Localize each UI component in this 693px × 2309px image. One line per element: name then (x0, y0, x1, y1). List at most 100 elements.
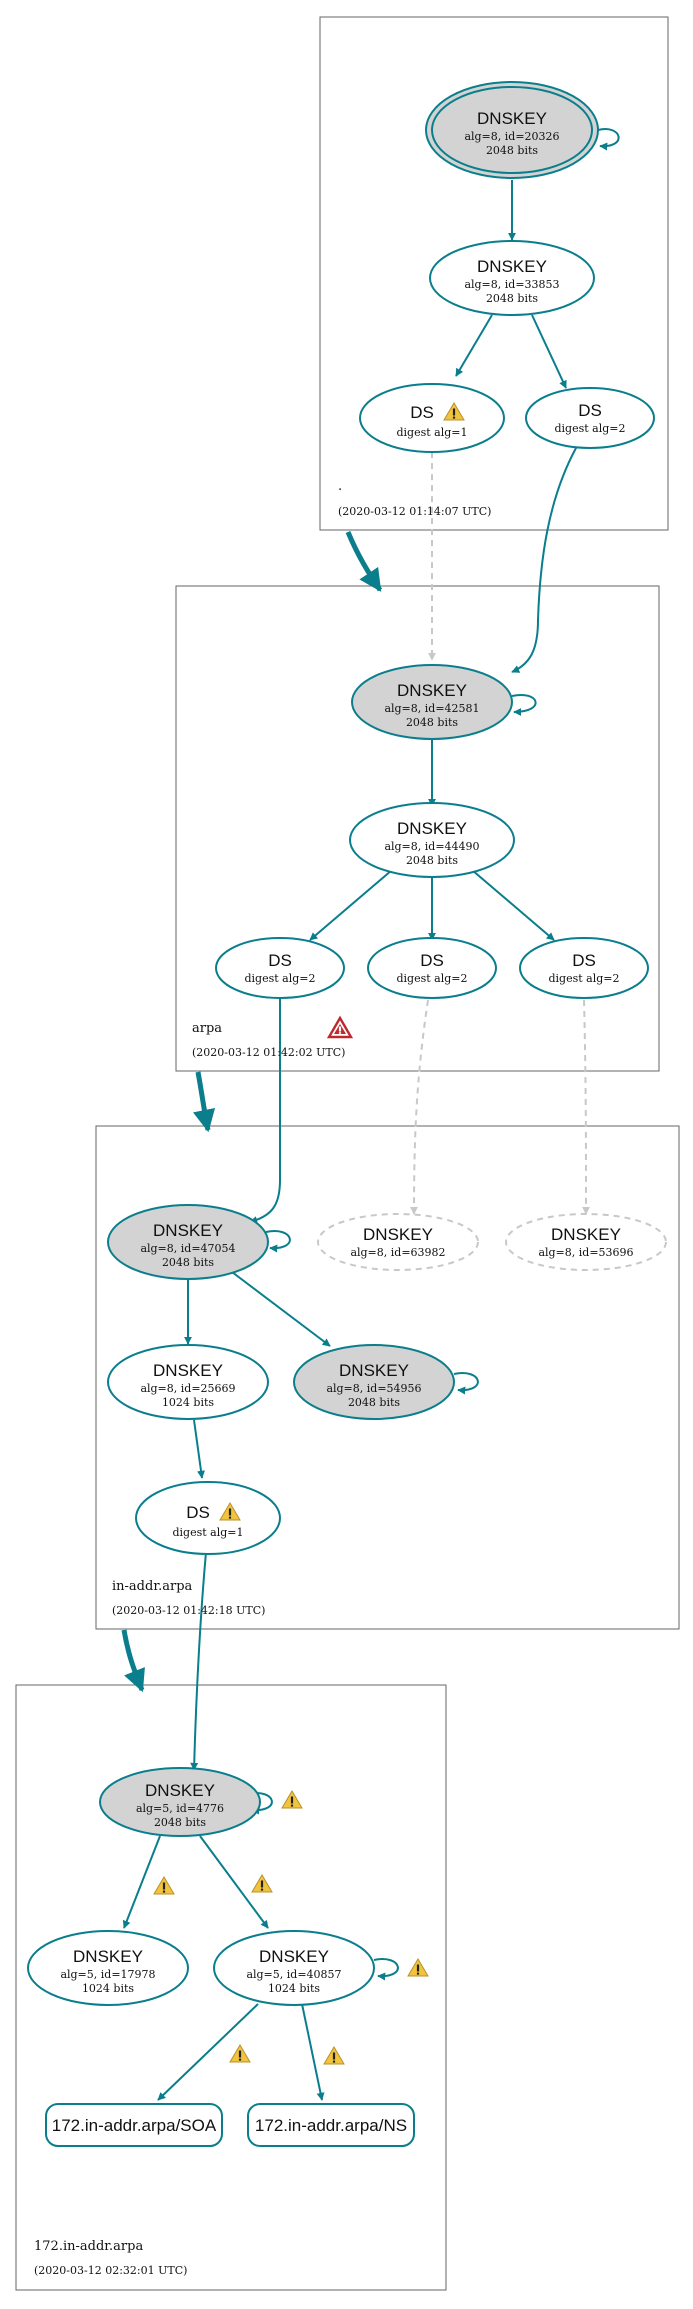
node-title: DS (268, 951, 292, 970)
node-line1: alg=8, id=47054 (140, 1242, 235, 1255)
edge-172-ksk-zsk1 (122, 1835, 161, 1929)
node-line2: 1024 bits (268, 1982, 320, 1995)
node-line1: alg=8, id=20326 (464, 130, 559, 143)
node-line1: alg=8, id=44490 (384, 840, 479, 853)
node-line2: 1024 bits (162, 1396, 214, 1409)
node-line1: alg=8, id=33853 (464, 278, 559, 291)
node-line2: 2048 bits (406, 716, 458, 729)
node-line1: alg=5, id=40857 (246, 1968, 341, 1981)
edge-self-root-ksk (597, 128, 620, 151)
edge-172-zsk2-soa (157, 2003, 259, 2101)
node-arpa-ds3: DS digest alg=2 (519, 937, 649, 999)
node-arpa-ds2: DS digest alg=2 (367, 937, 497, 999)
node-title: DNSKEY (551, 1225, 621, 1244)
node-line1: digest alg=2 (554, 422, 625, 435)
edge-arpa-ds2-missing-1 (410, 999, 429, 1215)
node-line1: alg=8, id=63982 (350, 1246, 445, 1259)
edge-172-ksk-zsk2 (199, 1835, 269, 1929)
node-line1: alg=8, id=54956 (326, 1382, 421, 1395)
node-title: 172.in-addr.arpa/NS (255, 2116, 407, 2135)
edge-self-in-addr-ksk2 (453, 1372, 479, 1395)
node-in-addr-missing-2: DNSKEY alg=8, id=53696 (505, 1213, 667, 1271)
delegation-arrow-root-arpa (345, 531, 383, 592)
edge-root-zsk-ds1 (455, 314, 493, 377)
node-title: DS (572, 951, 596, 970)
node-root-ds2: DS digest alg=2 (525, 387, 655, 449)
node-line1: alg=8, id=25669 (140, 1382, 235, 1395)
node-172-rrset-ns: 172.in-addr.arpa/NS (247, 2103, 415, 2147)
node-title: 172.in-addr.arpa/SOA (52, 2116, 217, 2135)
edge-arpa-ds3-missing-2 (581, 999, 590, 1215)
zone-name-root: . (338, 479, 342, 494)
warning-icon (323, 2046, 345, 2065)
edge-in-addr-ds-172-ksk (190, 1551, 207, 1771)
edge-self-in-addr-ksk (265, 1230, 291, 1253)
node-line1: alg=5, id=17978 (60, 1968, 155, 1981)
zone-name-172-in-addr-arpa: 172.in-addr.arpa (34, 2239, 143, 2254)
node-in-addr-ksk2: DNSKEY alg=8, id=54956 2048 bits (293, 1344, 455, 1420)
zone-timestamp-root: (2020-03-12 01:14:07 UTC) (338, 505, 491, 518)
node-line1: alg=8, id=53696 (538, 1246, 633, 1259)
node-line1: digest alg=2 (396, 972, 467, 985)
node-line1: alg=8, id=42581 (384, 702, 479, 715)
node-title: DS (420, 951, 444, 970)
node-title: DNSKEY (397, 819, 467, 838)
node-in-addr-zsk: DNSKEY alg=8, id=25669 1024 bits (107, 1344, 269, 1420)
edge-self-172-zsk2 (373, 1958, 399, 1981)
node-title: DNSKEY (363, 1225, 433, 1244)
zone-box-172-in-addr-arpa (15, 1684, 447, 2291)
node-line2: 2048 bits (486, 144, 538, 157)
node-title: DNSKEY (153, 1361, 223, 1380)
warning-icon (407, 1958, 429, 1977)
node-title: DNSKEY (477, 109, 547, 128)
edge-arpa-zsk-ds1 (309, 869, 393, 941)
edge-172-zsk2-ns (301, 2003, 325, 2101)
delegation-arrow-arpa-in-addr (192, 1071, 216, 1133)
node-arpa-ds1: DS digest alg=2 (215, 937, 345, 999)
node-title: DNSKEY (73, 1947, 143, 1966)
edge-in-addr-zsk-ds (193, 1419, 205, 1479)
node-root-ksk: DNSKEY alg=8, id=20326 2048 bits (425, 81, 599, 179)
node-in-addr-ksk: DNSKEY alg=8, id=47054 2048 bits (107, 1204, 269, 1280)
node-line2: 2048 bits (348, 1396, 400, 1409)
warning-icon (153, 1876, 175, 1895)
node-line1: digest alg=1 (396, 426, 467, 439)
node-title: DS (410, 403, 434, 422)
node-in-addr-ds: DS digest alg=1 (135, 1481, 281, 1555)
edge-arpa-zsk-ds3 (471, 869, 555, 941)
warning-icon (229, 2044, 251, 2063)
warning-icon (251, 1874, 273, 1893)
node-line1: digest alg=2 (548, 972, 619, 985)
zone-timestamp-in-addr-arpa: (2020-03-12 01:42:18 UTC) (112, 1604, 265, 1617)
node-title: DNSKEY (397, 681, 467, 700)
node-172-ksk: DNSKEY alg=5, id=4776 2048 bits (99, 1767, 261, 1837)
node-line2: 2048 bits (154, 1816, 206, 1829)
node-in-addr-missing-1: DNSKEY alg=8, id=63982 (317, 1213, 479, 1271)
node-arpa-zsk: DNSKEY alg=8, id=44490 2048 bits (349, 802, 515, 878)
edge-root-ds2-arpa-ksk (511, 447, 577, 673)
error-icon (327, 1016, 353, 1039)
zone-name-in-addr-arpa: in-addr.arpa (112, 1579, 193, 1594)
node-172-zsk2: DNSKEY alg=5, id=40857 1024 bits (213, 1930, 375, 2006)
node-root-zsk: DNSKEY alg=8, id=33853 2048 bits (429, 240, 595, 316)
warning-icon (281, 1790, 303, 1809)
edge-in-addr-ksk-ksk2 (231, 1271, 331, 1347)
node-172-rrset-soa: 172.in-addr.arpa/SOA (45, 2103, 223, 2147)
node-title: DS (186, 1503, 210, 1522)
node-line2: 1024 bits (82, 1982, 134, 1995)
node-172-zsk1: DNSKEY alg=5, id=17978 1024 bits (27, 1930, 189, 2006)
node-line2: 2048 bits (162, 1256, 214, 1269)
node-line1: alg=5, id=4776 (136, 1802, 224, 1815)
zone-timestamp-arpa: (2020-03-12 01:42:02 UTC) (192, 1046, 345, 1059)
node-line1: digest alg=1 (172, 1526, 243, 1539)
node-title: DNSKEY (477, 257, 547, 276)
zone-box-arpa (175, 585, 660, 1072)
edge-arpa-ds1-in-addr-ksk (249, 998, 282, 1224)
delegation-arrow-in-addr-172 (121, 1629, 145, 1693)
edge-root-zsk-ds2 (531, 314, 567, 389)
node-line1: digest alg=2 (244, 972, 315, 985)
node-title: DS (578, 401, 602, 420)
node-root-ds1: DS digest alg=1 (359, 383, 505, 453)
edge-self-arpa-ksk (511, 693, 537, 716)
